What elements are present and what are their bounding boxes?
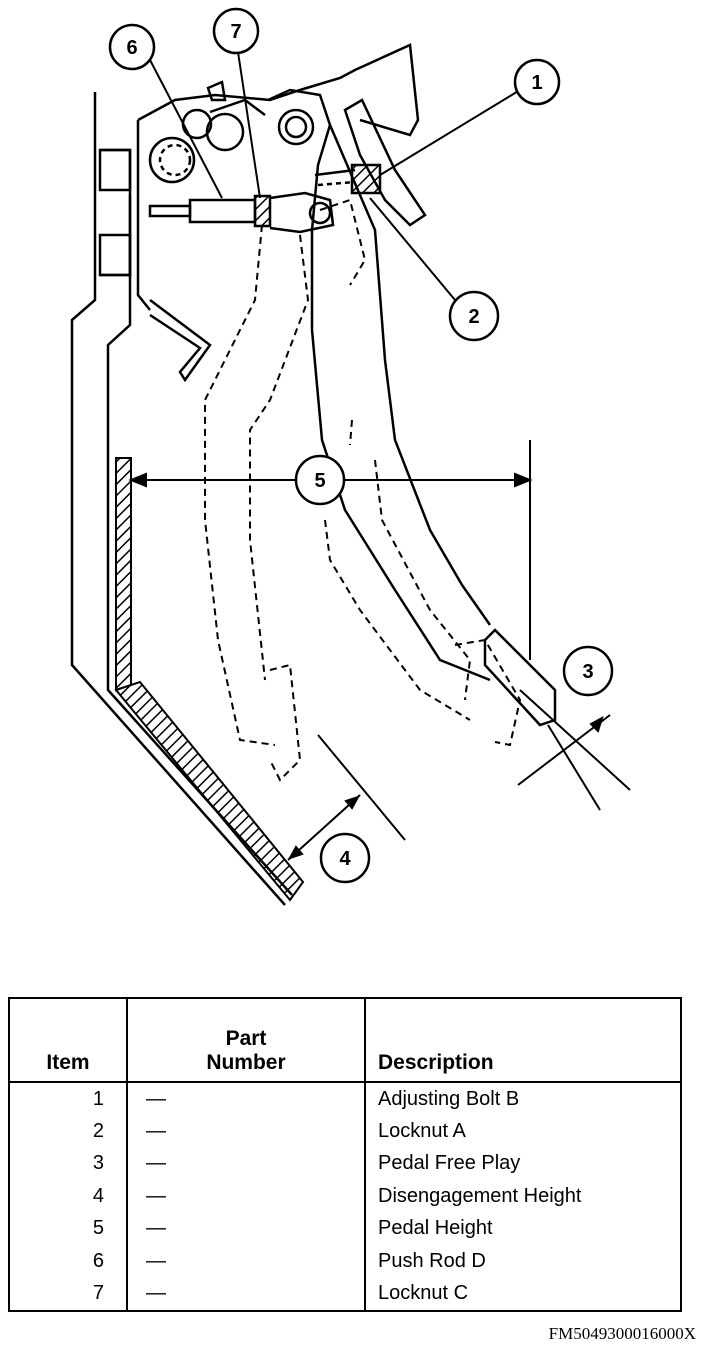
- callout-3: 3: [562, 645, 614, 697]
- row-description: Pedal Height: [364, 1212, 682, 1245]
- callout-5-label: 5: [314, 470, 325, 492]
- table-row: 5 — Pedal Height: [8, 1212, 682, 1245]
- callout-7-label: 7: [230, 21, 241, 43]
- row-part-number: —: [126, 1244, 366, 1278]
- row-part-number: —: [126, 1180, 366, 1213]
- row-description: Locknut A: [364, 1115, 682, 1148]
- table-row: 4 — Disengagement Height: [8, 1180, 682, 1213]
- push-rod: [148, 191, 335, 234]
- clutch-pedal-arm: [267, 88, 557, 727]
- callout-2: 2: [448, 290, 500, 342]
- firewall-outline: [70, 92, 293, 906]
- table-row: 2 — Locknut A: [8, 1115, 682, 1148]
- leader-lines: [149, 51, 521, 301]
- row-item: 5: [8, 1212, 128, 1245]
- parts-table: Item Part Number Description 1 — Adjusti…: [8, 997, 682, 1312]
- pedal-bracket: [98, 43, 420, 383]
- header-item: Item: [8, 998, 128, 1083]
- table-row: 6 — Push Rod D: [8, 1244, 682, 1278]
- floor-mat-hatching: [114, 457, 305, 902]
- table-row: 3 — Pedal Free Play: [8, 1147, 682, 1181]
- row-part-number: —: [126, 1082, 366, 1116]
- row-description: Adjusting Bolt B: [364, 1082, 682, 1116]
- header-part-number: Part Number: [126, 998, 366, 1083]
- figure-code: FM5049300016000X: [548, 1324, 696, 1343]
- row-description: Locknut C: [364, 1277, 682, 1311]
- table-row: 7 — Locknut C: [8, 1277, 682, 1311]
- table-header-row: Item Part Number Description: [8, 998, 682, 1083]
- header-part-number-line1: Part: [225, 1027, 267, 1050]
- callout-6-label: 6: [126, 37, 137, 59]
- header-part-number-line2: Number: [206, 1051, 286, 1074]
- callout-2-label: 2: [468, 306, 479, 328]
- row-part-number: —: [126, 1212, 366, 1245]
- dimension-free-play: [517, 689, 631, 811]
- callout-1: 1: [513, 58, 561, 106]
- row-description: Push Rod D: [364, 1244, 682, 1278]
- table-row: 1 — Adjusting Bolt B: [8, 1082, 682, 1116]
- row-item: 2: [8, 1115, 128, 1148]
- dimension-disengagement-height: [287, 734, 406, 861]
- row-part-number: —: [126, 1115, 366, 1148]
- callout-1-label: 1: [531, 72, 542, 94]
- callout-4: 4: [319, 832, 371, 884]
- header-description-label: Description: [378, 1051, 494, 1074]
- row-description: Pedal Free Play: [364, 1147, 682, 1181]
- row-item: 7: [8, 1277, 128, 1311]
- clutch-pedal-diagram: 1 2 3 4 5 6 7: [70, 7, 631, 906]
- adjusting-bolt-assembly: [314, 163, 382, 195]
- callout-7: 7: [212, 7, 260, 55]
- header-item-label: Item: [46, 1051, 90, 1074]
- header-description: Description: [364, 998, 682, 1083]
- row-item: 1: [8, 1082, 128, 1116]
- row-part-number: —: [126, 1277, 366, 1311]
- row-description: Disengagement Height: [364, 1180, 682, 1213]
- row-item: 4: [8, 1180, 128, 1213]
- callout-6: 6: [108, 23, 156, 71]
- callout-3-label: 3: [582, 661, 593, 683]
- row-part-number: —: [126, 1147, 366, 1181]
- row-item: 3: [8, 1147, 128, 1181]
- callout-5: 5: [294, 454, 346, 506]
- callout-4-label: 4: [339, 848, 351, 870]
- pedal-depressed-position: [204, 198, 522, 782]
- row-item: 6: [8, 1244, 128, 1278]
